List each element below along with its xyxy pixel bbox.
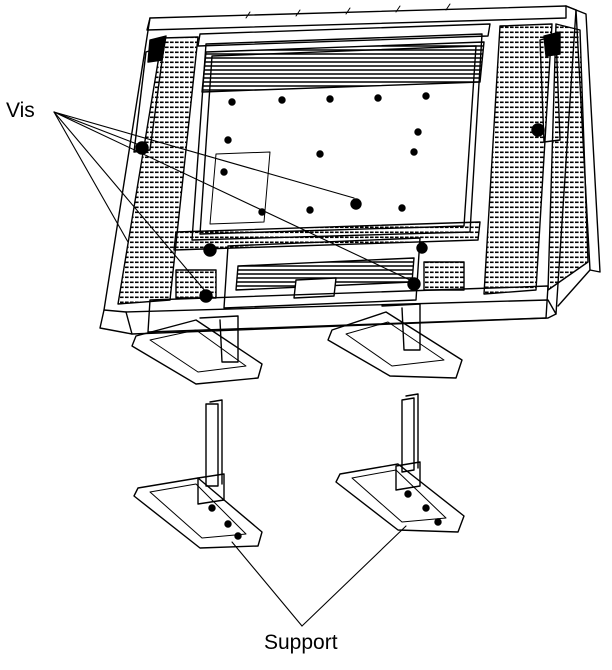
- stand-callout-leaders: [231, 525, 407, 627]
- stand-left: [133, 399, 263, 549]
- stand-right: [335, 393, 465, 533]
- attached-stands: [131, 303, 463, 385]
- carry-handles: [133, 31, 561, 153]
- connector-panel: [147, 221, 549, 333]
- screw-callout-leaders: [53, 111, 411, 293]
- top-ribbed-band: [197, 3, 491, 93]
- stands-callout-label: Support: [264, 631, 338, 654]
- screws-callout-label: Vis: [6, 99, 35, 122]
- stand-screw-holes: [135, 141, 428, 303]
